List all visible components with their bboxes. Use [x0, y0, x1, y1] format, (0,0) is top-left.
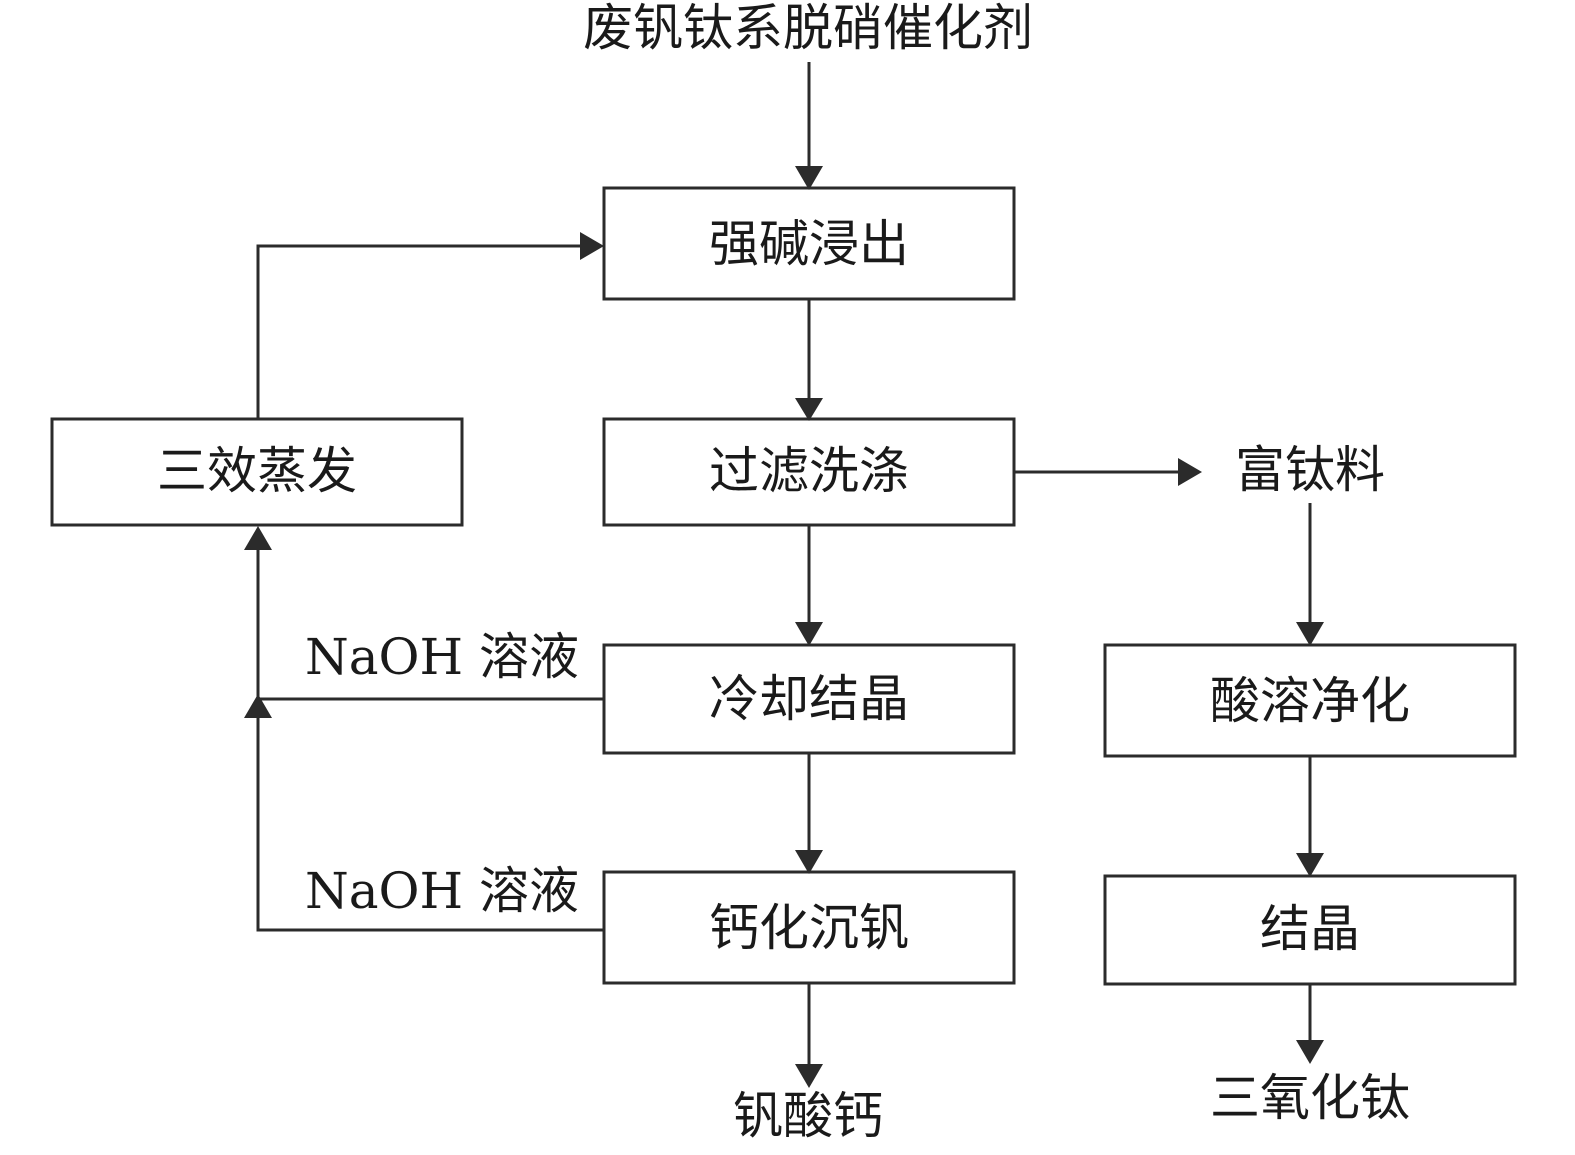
step-triple-effect-evaporation: 三效蒸发 [50, 417, 464, 527]
step-calcium-vanadium-precipitation: 钙化沉钒 [602, 870, 1016, 985]
step-alkali-leaching: 强碱浸出 [602, 186, 1016, 301]
step-cooling-crystallization-label: 冷却结晶 [709, 670, 909, 728]
step-acid-dissolution-purification: 酸溶净化 [1103, 643, 1517, 758]
arrow-precipitation-to-vanadate-head [795, 1064, 823, 1088]
titanium-trioxide-label: 三氧化钛 [1210, 1069, 1410, 1127]
step-crystallization: 结晶 [1103, 874, 1517, 986]
step-calcium-vanadium-precipitation-box [602, 870, 1016, 985]
arrow-cooling-to-precipitation-head [795, 850, 823, 874]
step-triple-effect-evaporation-label: 三效蒸发 [157, 442, 357, 500]
step-filter-wash: 过滤洗涤 [602, 417, 1016, 527]
step-acid-dissolution-purification-label: 酸溶净化 [1210, 672, 1410, 730]
step-alkali-leaching-label: 强碱浸出 [709, 215, 909, 273]
arrow-titanium-rich-to-acid-head [1296, 622, 1324, 646]
naoh-solution-label-upper: NaOH 溶液 [305, 628, 579, 686]
evaporation-to-leaching-head [580, 232, 604, 260]
naoh-to-evaporation-head [244, 526, 272, 550]
step-cooling-crystallization: 冷却结晶 [602, 643, 1016, 755]
evaporation-to-leaching-line [256, 244, 580, 419]
step-filter-wash-label: 过滤洗涤 [709, 442, 909, 500]
calcium-vanadate-label: 钒酸钙 [733, 1087, 883, 1145]
titanium-rich-material-label: 富钛料 [1235, 441, 1385, 499]
input-material-label: 废钒钛系脱硝催化剂 [583, 0, 1033, 57]
arrow-leaching-to-filter-head [795, 398, 823, 421]
arrow-filter-to-titanium-rich-head [1178, 458, 1202, 486]
step-crystallization-label: 结晶 [1260, 900, 1360, 958]
arrow-crystallization-to-trioxide-head [1296, 1040, 1324, 1064]
step-triple-effect-evaporation-box [50, 417, 464, 527]
arrow-acid-to-crystallization-head [1296, 853, 1324, 877]
step-filter-wash-box [602, 417, 1016, 527]
naoh-solution-label-lower: NaOH 溶液 [305, 862, 579, 920]
step-calcium-vanadium-precipitation-label: 钙化沉钒 [709, 899, 909, 957]
arrow-input-to-leaching-head [795, 166, 823, 190]
arrow-filter-to-cooling-head [795, 622, 823, 646]
step-acid-dissolution-purification-box [1103, 643, 1517, 758]
naoh-return-lower-head [244, 694, 272, 718]
naoh-return-lower-line [256, 718, 604, 932]
step-alkali-leaching-box [602, 186, 1016, 301]
